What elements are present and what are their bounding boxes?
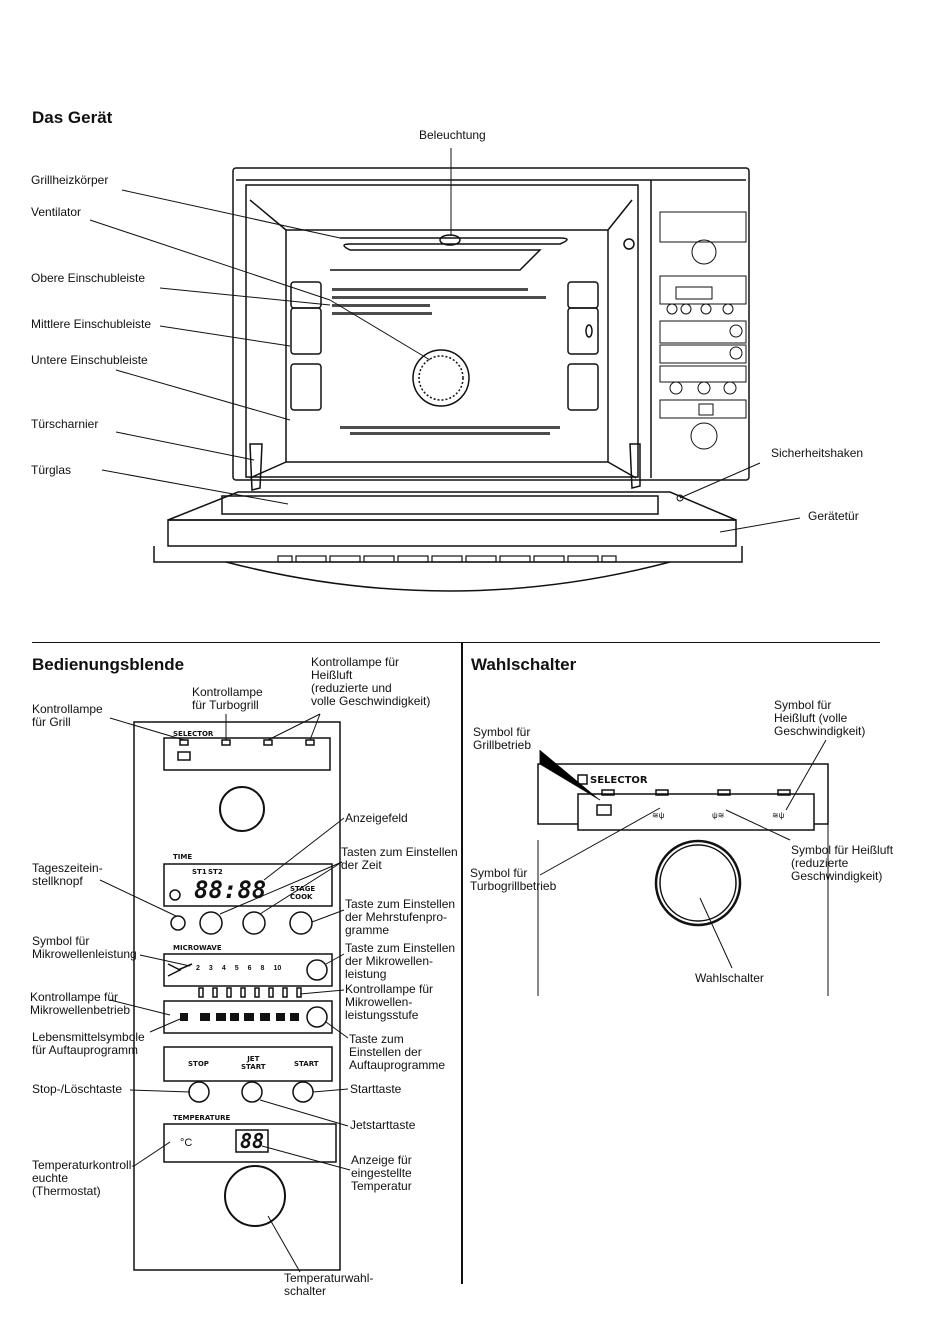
label-kontrollampe-heissluft: Kontrollampe für Heißluft (reduzierte un… (311, 655, 431, 708)
svg-text:≋ψ: ≋ψ (772, 811, 785, 820)
power-level-2: 2 (196, 965, 200, 972)
label-stop-loesch: Stop-/Löschtaste (32, 1082, 123, 1096)
label-tuerscharnier: Türscharnier (31, 417, 99, 431)
label-kontrollampe-grill: Kontrollampe für Grill (32, 702, 103, 729)
panel-selector-label: SELECTOR (173, 730, 214, 738)
panel-time-label: TIME (173, 853, 193, 861)
label-lebensmittel: Lebensmittelsymbole für Auftauprogramm (32, 1030, 145, 1057)
label-symbol-mikro: Symbol für Mikrowellenleistung (32, 934, 137, 961)
oven-illustration (89, 148, 801, 592)
panel-start-label: START (294, 1060, 319, 1068)
label-geraetetuer: Gerätetür (808, 509, 859, 523)
label-kontrollampe-mikrobetrieb: Kontrollampe für Mikrowellenbetrieb (30, 990, 131, 1017)
label-anzeigefeld: Anzeigefeld (345, 811, 408, 825)
power-level-row: 2 3 4 5 6 8 10 (196, 965, 281, 972)
label-kontrollampe-turbogrill: Kontrollampe für Turbogrill (192, 685, 263, 712)
label-ventilator: Ventilator (31, 205, 82, 219)
panel-celsius-label: °C (180, 1137, 193, 1149)
label-tuerglas: Türglas (31, 463, 72, 477)
section-divider (32, 642, 880, 643)
svg-text:≋ψ: ≋ψ (652, 811, 665, 820)
power-level-8: 8 (260, 965, 265, 972)
power-level-5: 5 (234, 965, 239, 972)
device-section-title: Das Gerät (32, 108, 113, 127)
panel-stage-cook-label: STAGE COOK (290, 885, 316, 901)
panel-st2-label: ST2 (208, 868, 223, 876)
label-taste-mehrstufen: Taste zum Einstellen der Mehrstufenpro- … (345, 897, 456, 937)
selector-illustration: ≋ψ ψ≋ ≋ψ (537, 739, 829, 996)
column-divider (461, 642, 463, 1284)
label-anzeige-temp: Anzeige für eingestellte Temperatur (351, 1153, 412, 1193)
panel-st1-label: ST1 (192, 868, 207, 876)
panel-stop-label: STOP (188, 1060, 209, 1068)
panel-temp-display: 88 (240, 1129, 265, 1153)
panel-microwave-label: MICROWAVE (173, 944, 222, 952)
label-temp-kontroll: Temperaturkontroll- euchte (Thermostat) (32, 1158, 136, 1198)
label-obere-einschubleiste: Obere Einschubleiste (31, 271, 146, 285)
panel-clock-display: 88:88 (194, 876, 267, 904)
selector-panel-label: SELECTOR (590, 775, 648, 786)
label-symbol-heissluft-voll: Symbol für Heißluft (volle Geschwindigke… (774, 698, 866, 738)
label-starttaste: Starttaste (350, 1082, 402, 1096)
label-taste-auftau: Taste zum Einstellen der Auftauprogramme (349, 1032, 446, 1072)
power-level-3: 3 (208, 965, 213, 972)
label-kontrollampe-stufe: Kontrollampe für Mikrowellen- leistungss… (345, 982, 434, 1022)
control-panel-illustration (99, 713, 351, 1273)
label-temp-wahl: Temperaturwahl- schalter (284, 1271, 374, 1298)
svg-text:ψ≋: ψ≋ (712, 811, 724, 820)
label-wahlschalter: Wahlschalter (695, 971, 764, 985)
label-beleuchtung: Beleuchtung (419, 128, 486, 142)
label-sicherheitshaken: Sicherheitshaken (771, 446, 864, 460)
label-symbol-grill: Symbol für Grillbetrieb (473, 725, 532, 752)
power-level-10: 10 (273, 965, 282, 972)
label-taste-mikro: Taste zum Einstellen der Mikrowellen- le… (345, 941, 456, 981)
panel-temperature-label: TEMPERATURE (173, 1114, 231, 1122)
panel-jet-start-label: JET START (241, 1055, 266, 1071)
label-grillheizkoerper: Grillheizkörper (31, 173, 109, 187)
power-level-6: 6 (247, 965, 252, 972)
label-symbol-turbogrill: Symbol für Turbogrillbetrieb (470, 866, 557, 893)
power-level-4: 4 (221, 965, 226, 972)
panel-section-title: Bedienungsblende (32, 655, 185, 674)
selector-section-title: Wahlschalter (471, 655, 577, 674)
label-untere-einschubleiste: Untere Einschubleiste (31, 353, 148, 367)
label-tageszeit: Tageszeitein- stellknopf (32, 861, 103, 888)
label-tasten-zeit: Tasten zum Einstellen der Zeit (341, 845, 458, 872)
label-jetstarttaste: Jetstarttaste (350, 1118, 416, 1132)
label-mittlere-einschubleiste: Mittlere Einschubleiste (31, 317, 152, 331)
label-symbol-heissluft-red: Symbol für Heißluft (reduzierte Geschwin… (791, 843, 894, 883)
